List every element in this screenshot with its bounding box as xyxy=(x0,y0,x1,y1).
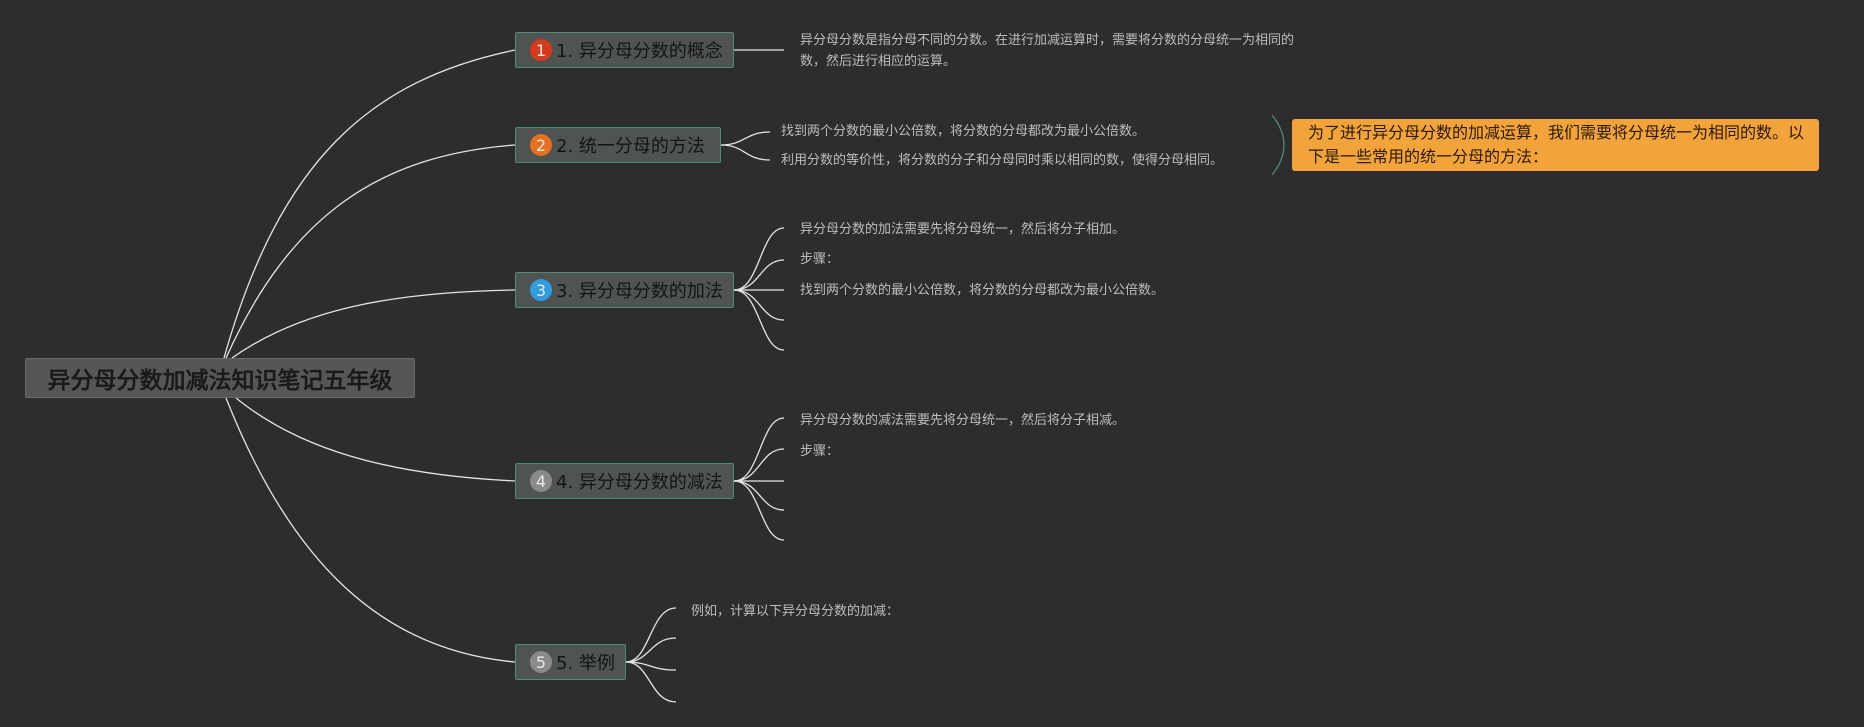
connector-topic-5-branch-2 xyxy=(625,637,677,663)
topic-2-leaf-2[interactable]: 利用分数的等价性，将分数的分子和分母同时乘以相同的数，使得分母相同。 xyxy=(781,153,1224,168)
topic-5[interactable]: 5 5. 举例 xyxy=(515,644,626,680)
number-badge-2-icon: 2 xyxy=(530,134,552,156)
connector-root-topic-5 xyxy=(225,397,516,663)
connector-topic-4-branch-4 xyxy=(733,480,785,511)
topic-5-label: 5. 举例 xyxy=(556,653,615,674)
connector-root-topic-3 xyxy=(231,289,516,359)
topic-1[interactable]: 1 1. 异分母分数的概念 xyxy=(515,32,734,68)
connector-topic-4-branch-5 xyxy=(733,480,785,541)
connector-root-topic-2 xyxy=(225,144,516,359)
number-badge-5-icon: 5 xyxy=(530,651,552,673)
connector-topic-5-branch-4 xyxy=(625,661,677,703)
topic-4-leaf-1[interactable]: 异分母分数的减法需要先将分母统一，然后将分子相减。 xyxy=(800,413,1126,428)
number-badge-1-icon: 1 xyxy=(530,39,552,61)
topic-4[interactable]: 4 4. 异分母分数的减法 xyxy=(515,463,734,499)
connector-root-topic-4 xyxy=(235,397,516,482)
topic-2-label: 2. 统一分母的方法 xyxy=(556,136,705,157)
connector-topic-5-branch-1 xyxy=(625,607,677,663)
topic-3[interactable]: 3 3. 异分母分数的加法 xyxy=(515,272,734,308)
connector-topic-2-leaf-2 xyxy=(720,144,771,161)
connector-topic-3-branch-5 xyxy=(733,289,785,351)
root-topic[interactable]: 异分母分数加减法知识笔记五年级 xyxy=(25,358,415,398)
connector-topic-4-branch-1 xyxy=(733,417,785,482)
topic-3-leaf-2[interactable]: 步骤： xyxy=(800,252,840,267)
connector-topic-3-branch-2 xyxy=(733,259,785,291)
topic-5-leaf-1[interactable]: 例如，计算以下异分母分数的加减： xyxy=(691,604,900,619)
topic-4-label: 4. 异分母分数的减法 xyxy=(556,472,723,493)
topic-4-leaf-2[interactable]: 步骤： xyxy=(800,444,840,459)
topic-3-leaf-1[interactable]: 异分母分数的加法需要先将分母统一，然后将分子相加。 xyxy=(800,222,1126,237)
number-badge-3-icon: 3 xyxy=(530,279,552,301)
connector-root-topic-1 xyxy=(223,49,516,359)
topic-3-leaf-3[interactable]: 找到两个分数的最小公倍数，将分数的分母都改为最小公倍数。 xyxy=(800,283,1165,298)
topic-1-leaf-1[interactable]: 异分母分数是指分母不同的分数。在进行加减运算时，需要将分数的分母统一为相同的数，… xyxy=(800,33,1295,69)
topic-2[interactable]: 2 2. 统一分母的方法 xyxy=(515,127,721,163)
topic-1-label: 1. 异分母分数的概念 xyxy=(556,41,723,62)
connector-topic-2-callout xyxy=(1271,114,1285,176)
number-badge-4-icon: 4 xyxy=(530,470,552,492)
connector-topic-4-branch-2 xyxy=(733,448,785,482)
connector-topic-2-leaf-1 xyxy=(720,131,771,146)
connector-topic-3-branch-4 xyxy=(733,289,785,321)
topic-2-leaf-1[interactable]: 找到两个分数的最小公倍数，将分数的分母都改为最小公倍数。 xyxy=(781,124,1146,139)
topic-3-label: 3. 异分母分数的加法 xyxy=(556,281,723,302)
connector-topic-3-branch-1 xyxy=(733,227,785,291)
topic-2-callout-note[interactable]: 为了进行异分母分数的加减运算，我们需要将分母统一为相同的数。以下是一些常用的统一… xyxy=(1292,119,1819,171)
